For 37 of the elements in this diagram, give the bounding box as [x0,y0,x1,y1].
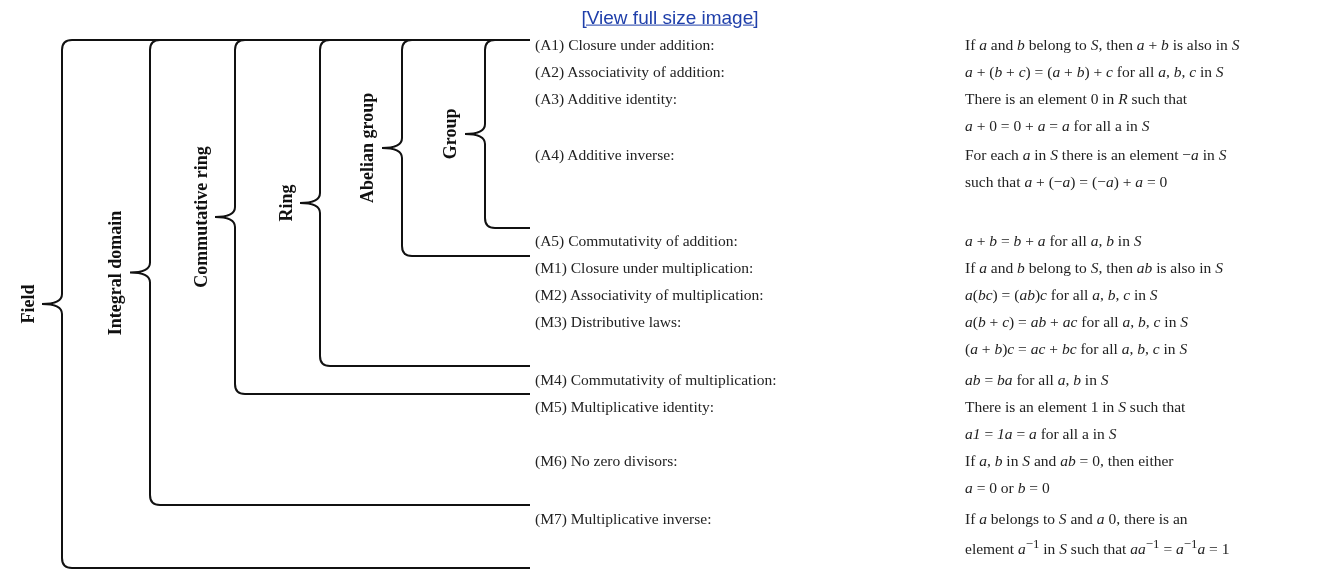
axiom-statement: such that a + (−a) = (−a) + a = 0 [965,172,1168,192]
bracket-label: Field [18,284,38,324]
axiom-statement: a + 0 = 0 + a = a for all a in S [965,116,1150,136]
bracket-label: Group [440,108,461,160]
bracket-label: Abelian group [358,92,378,203]
axiom-statement: a + b = b + a for all a, b in S [965,231,1142,251]
axiom-statement: If a and b belong to S, then ab is also in S [965,258,1223,278]
axiom-name: (A3) Additive identity: [535,89,678,109]
axiom-name: (M7) Multiplicative inverse: [535,509,712,529]
axiom-statement: For each a in S there is an element −a in S [965,145,1227,165]
axiom-statement: If a belongs to S and a 0, there is an [965,509,1188,529]
axiom-name: (A2) Associativity of addition: [535,62,725,82]
axiom-name: (M2) Associativity of multiplication: [535,285,764,305]
axiom-statement: If a, b in S and ab = 0, then either [965,451,1174,471]
axiom-name: (M6) No zero divisors: [535,451,678,471]
axiom-statement: element a$^{−1}$ in S such that aa$^{−1}$ = a$^{−1}$a = 1 [965,535,1230,559]
axiom-statement: a + (b + c) = (a + b) + c for all a, b, c in S [965,62,1224,82]
axiom-statement: a = 0 or b = 0 [965,478,1050,498]
axiom-statement: If a and b belong to S, then a + b is also in S [965,35,1240,55]
axiom-statement: There is an element 0 in R such that [965,89,1188,109]
axiom-name: (A5) Commutativity of addition: [535,231,738,251]
axiom-name: (M5) Multiplicative identity: [535,397,715,417]
axiom-name: (M4) Commutativity of multiplication: [535,370,777,390]
bracket-label: Ring [276,184,296,222]
axiom-name: (A4) Additive inverse: [535,145,675,165]
axiom-statement: ab = ba for all a, b in S [965,370,1109,390]
axiom-statement: There is an element 1 in S such that [965,397,1186,417]
axiom-name: (A1) Closure under addition: [535,35,715,55]
axiom-statement: a(b + c) = ab + ac for all a, b, c in S [965,312,1188,332]
axiom-statement: a1 = 1a = a for all a in S [965,424,1117,444]
axiom-name: (M3) Distributive laws: [535,312,682,332]
bracket-label: Commutative ring [191,146,212,288]
axiom-name: (M1) Closure under multiplication: [535,258,754,278]
view-full-size-link: [View full size image] [581,6,759,30]
axiom-statement: (a + b)c = ac + bc for all a, b, c in S [965,339,1188,359]
bracket-label: Integral domain [105,210,126,335]
axiom-statement: a(bc) = (ab)c for all a, b, c in S [965,285,1158,305]
